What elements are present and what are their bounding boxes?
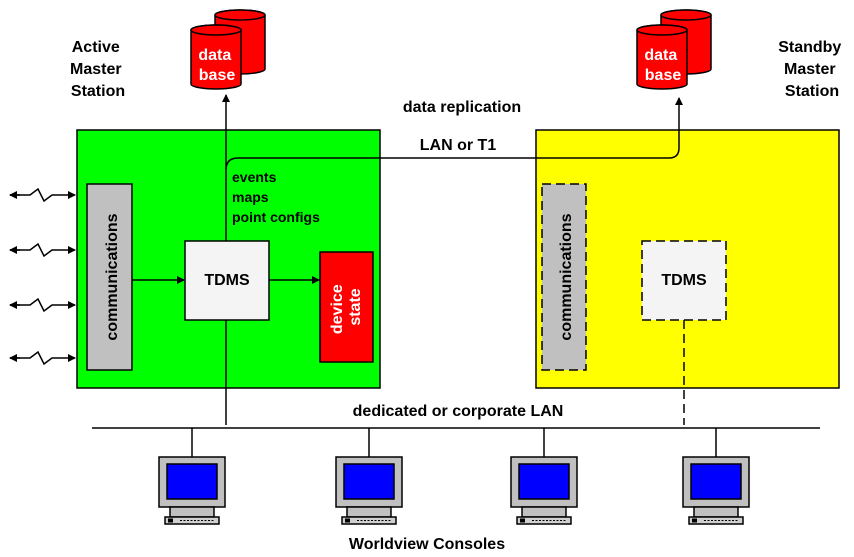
console-monitor-icon: [335, 456, 403, 525]
lan-or-t1-label: LAN or T1: [420, 137, 497, 154]
standby-communications-label: communications: [558, 213, 575, 340]
console-monitor-icon: [158, 456, 226, 525]
active-communications-label: communications: [104, 213, 121, 340]
active-database-icon: data base: [190, 9, 266, 90]
lan-label: dedicated or corporate LAN: [353, 403, 564, 420]
svg-text:data base: data base: [198, 47, 235, 84]
external-link-icon: [9, 242, 76, 258]
consoles-label: Worldview Consoles: [349, 536, 505, 553]
data-replication-label: data replication: [403, 99, 521, 116]
console-monitor-icon: [510, 456, 578, 525]
active-tdms-box: [184, 240, 270, 321]
device-state-box: [319, 251, 374, 363]
standby-station-title: Standby Master Station: [778, 39, 846, 100]
standby-tdms-box: [641, 240, 727, 321]
external-links: [9, 187, 76, 366]
replication-link: [225, 97, 683, 171]
external-link-icon: [9, 187, 76, 203]
standby-database-icon: data base: [636, 9, 712, 90]
active-communications-box: [86, 183, 133, 371]
external-link-icon: [9, 350, 76, 366]
active-tdms-label: TDMS: [204, 272, 250, 289]
svg-text:device state: device state: [329, 280, 364, 334]
console-drops: [191, 428, 717, 457]
svg-text:data base: data base: [644, 47, 681, 84]
standby-tdms-label: TDMS: [661, 272, 707, 289]
flow-labels: events maps point configs: [232, 169, 320, 225]
external-link-icon: [9, 297, 76, 313]
standby-communications-box: [541, 183, 587, 371]
device-state-text: device state: [329, 280, 364, 334]
console-monitor-icon: [682, 456, 750, 525]
active-station-title: Active Master Station: [70, 39, 126, 100]
